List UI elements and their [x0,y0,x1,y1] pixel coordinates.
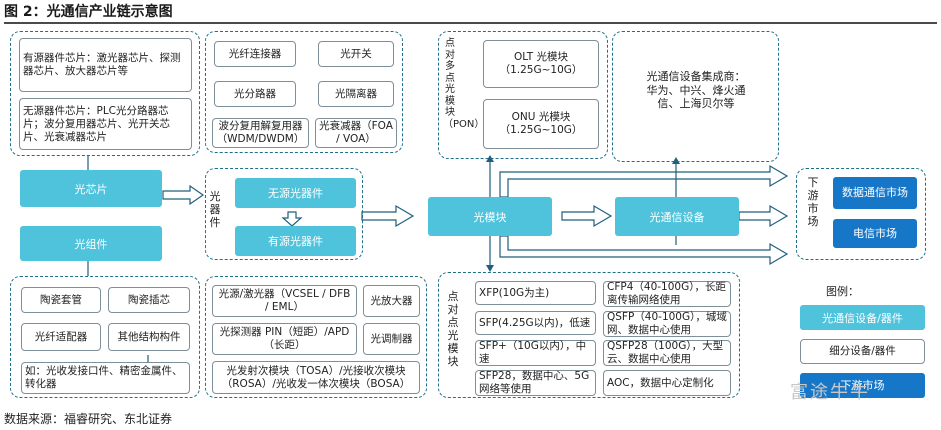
legend-sub: 细分设备/器件 [800,339,925,364]
datacom-market-node: 数据通信市场 [833,177,917,209]
optical-isolator-box: 光隔离器 [318,81,394,107]
legend-title: 图例： [826,285,859,298]
figure-title: 图 2：光通信产业链示意图 [4,4,173,20]
telecom-market-node: 电信市场 [833,219,917,248]
device-group [205,168,363,260]
downstream-label: 下游市场 [807,176,819,228]
pon-label: 点对多点光模块（PON） [443,38,485,130]
p2p-group [438,272,740,398]
pon-group [438,31,608,159]
ceramic-sleeve-box: 陶瓷套管 [21,287,101,313]
optical-equipment-node: 光通信设备 [615,197,739,236]
aoc-box: AOC，数据中心定制化 [603,370,731,396]
p2p-label: 点对点光模块 [447,290,459,368]
fiber-connector-box: 光纤连接器 [214,41,296,67]
arrow-module-to-equipment [561,204,613,228]
laser-source-box: 光源/激光器（VCSEL / DFB / EML） [212,285,357,317]
sub-assembly-box: 光发射次模块（TOSA）/光接收次模块（ROSA）/光收发一体次模块（BOSA） [212,361,420,394]
active-chip-box: 有源器件芯片：激光器芯片、探测器芯片、放大器芯片等 [19,38,192,92]
wdm-box: 波分复用解复用器（WDM/DWDM） [212,118,309,148]
source-note: 数据来源：福睿研究、东北证券 [4,412,173,426]
misc-component-box: 如：光收发接口件、精密金属件、转化器 [21,362,190,394]
active-device-node: 有源光器件 [235,226,356,256]
optical-amplifier-box: 光放大器 [363,285,420,317]
onu-module-box: ONU 光模块（1.25G~10G） [483,99,599,149]
passive-device-node: 无源光器件 [235,178,356,208]
optical-component-node: 光组件 [20,226,162,261]
arrow-lower-bypass [499,235,789,266]
optical-switch-box: 光开关 [318,41,394,67]
olt-module-box: OLT 光模块（1.25G~10G） [483,40,599,88]
watermark-text: 富途牛牛 [790,382,870,403]
downstream-group [796,168,926,260]
optical-chip-node: 光芯片 [20,170,162,207]
integrator-title: 光通信设备集成商： [646,70,746,83]
passive-parts-group [205,31,403,153]
optical-attenuator-box: 光衰减器（FOA / VOA） [315,118,397,148]
chip-group [10,31,200,156]
arrow-equipment-to-downstream [738,204,789,228]
photodetector-box: 光探测器 PIN（短距）/APD（长距） [212,323,357,355]
device-label: 光器件 [209,190,221,229]
optical-modulator-box: 光调制器 [363,323,420,355]
sfp28-box: SFP28，数据中心、5G网络等使用 [475,370,596,396]
arrow-chip-to-devices [162,184,205,206]
sfp-plus-box: SFP+（10G以内），中速 [475,340,596,366]
xfp-box: XFP(10G为主) [475,281,596,305]
arrow-upper-bypass [499,164,789,198]
title-rule [4,22,937,24]
integrator-group [612,31,779,162]
active-parts-group [205,276,427,398]
arrow-passive-to-active [281,211,303,227]
optical-splitter-box: 光分路器 [214,81,296,107]
component-group [10,276,200,398]
optical-module-node: 光模块 [428,197,552,236]
qsfp28-box: QSFP28（100G），大型云、数据中心使用 [603,340,731,366]
integrator-names: 华为、中兴、烽火通信、上海贝尔等 [646,84,746,110]
ceramic-ferrule-box: 陶瓷插芯 [108,287,190,313]
cfp4-box: CFP4（40-100G），长距离传输网络使用 [603,281,731,307]
sfp-box: SFP(4.25G以内)，低速 [475,311,596,335]
qsfp-box: QSFP（40-100G），城域网、数据中心使用 [603,311,731,337]
other-structure-box: 其他结构构件 [108,323,190,351]
legend-equipment: 光通信设备/器件 [800,305,925,330]
legend-market: 下游市场 [800,373,925,398]
fiber-adapter-box: 光纤适配器 [21,323,101,351]
passive-chip-box: 无源器件芯片：PLC光分路器芯片；波分复用器芯片、光开关芯片、光衰减器芯片 [19,98,192,150]
arrow-devices-to-module [361,204,415,228]
